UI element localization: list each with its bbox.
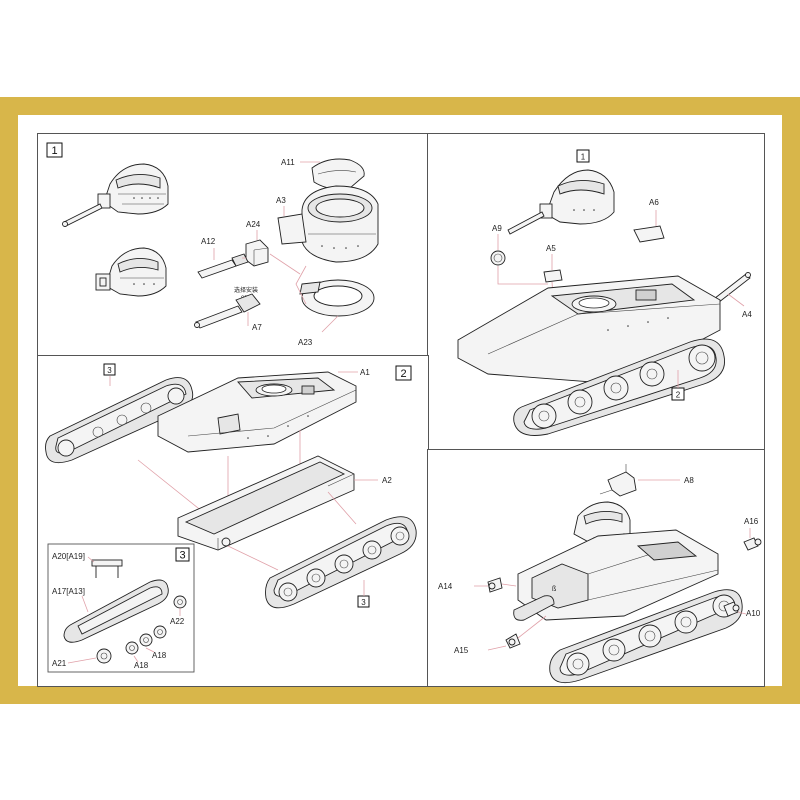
label-A9: A9 xyxy=(492,224,502,233)
part-A8: A8 xyxy=(599,464,694,497)
part-A11: A11 xyxy=(281,158,365,190)
label-A20-A19: A20[A19] xyxy=(52,552,85,561)
part-A5: A5 xyxy=(543,244,563,315)
part-A6: A6 xyxy=(633,198,665,243)
gold-frame: 1 xyxy=(0,97,800,704)
instruction-page: 1 xyxy=(18,115,782,687)
label-A8: A8 xyxy=(684,476,694,485)
inset-step3: 3 A20[A19] A17[A13] xyxy=(47,543,195,673)
turret-top xyxy=(507,169,615,235)
panel-hull-assembly: 1 A6 xyxy=(427,133,765,451)
step3-number: 3 xyxy=(179,550,185,562)
label-A11: A11 xyxy=(281,158,295,167)
turret-assembly-1 xyxy=(62,163,169,227)
part-A3: A3 xyxy=(276,185,379,263)
label-A16: A16 xyxy=(744,517,759,526)
ref-step1-number: 1 xyxy=(581,153,586,162)
ref-step2-number: 2 xyxy=(676,391,681,400)
label-A17-A13: A17[A13] xyxy=(52,587,85,596)
hull-track xyxy=(513,338,726,436)
label-A1: A1 xyxy=(360,368,370,377)
ref-step1-box xyxy=(576,149,590,163)
track-right-ref-box xyxy=(357,595,370,608)
hull-marking: ß xyxy=(552,586,556,593)
step1-box xyxy=(46,142,63,158)
panel-step1: 1 xyxy=(37,133,429,357)
part-A23: A23 xyxy=(295,265,375,347)
step2-number: 2 xyxy=(400,368,406,380)
step1-number: 1 xyxy=(51,145,57,157)
step3-box xyxy=(175,547,190,562)
label-A6: A6 xyxy=(649,198,659,207)
label-A22: A22 xyxy=(170,617,185,626)
track-right-ref: 3 xyxy=(361,598,366,607)
label-A21: A21 xyxy=(52,659,67,668)
label-A3: A3 xyxy=(276,196,286,205)
part-A15: A15 xyxy=(454,615,547,655)
panel-step2: 2 3 xyxy=(37,355,429,687)
label-A10: A10 xyxy=(746,609,761,618)
panel-final-assembly: A8 ß xyxy=(427,449,765,687)
part-A24: A24 xyxy=(245,220,269,267)
part-A16: A16 xyxy=(743,517,762,551)
part-A9: A9 xyxy=(490,224,548,285)
step2-box xyxy=(395,365,412,381)
part-A1: A1 xyxy=(157,368,370,453)
track-left-ref: 3 xyxy=(107,366,112,375)
label-A12: A12 xyxy=(201,237,216,246)
label-A18-a: A18 xyxy=(152,651,167,660)
turret-assembly-2 xyxy=(95,247,167,297)
part-A10: A10 xyxy=(723,601,761,618)
label-A18-b: A18 xyxy=(134,661,149,670)
label-A15: A15 xyxy=(454,646,469,655)
label-A23: A23 xyxy=(298,338,313,347)
label-A7: A7 xyxy=(252,323,262,332)
step1-drawing: 1 xyxy=(46,142,379,347)
part-A14: A14 xyxy=(438,577,517,593)
label-A2: A2 xyxy=(382,476,392,485)
label-A4: A4 xyxy=(742,310,752,319)
part-A7: A7 xyxy=(194,293,262,332)
track-right: 3 xyxy=(265,516,417,609)
final-track xyxy=(513,589,743,684)
label-A14: A14 xyxy=(438,582,453,591)
label-A24: A24 xyxy=(246,220,261,229)
part-A12: A12 xyxy=(197,237,249,279)
track-left-ref-box xyxy=(103,363,116,376)
hull-assembly-drawing: 1 A6 xyxy=(457,149,752,436)
part-A2: A2 xyxy=(177,455,392,551)
step2-drawing: 2 3 xyxy=(45,363,417,673)
final-assembly-drawing: A8 ß xyxy=(438,464,762,684)
optional-note: 选择安装 xyxy=(234,286,258,294)
label-A5: A5 xyxy=(546,244,556,253)
